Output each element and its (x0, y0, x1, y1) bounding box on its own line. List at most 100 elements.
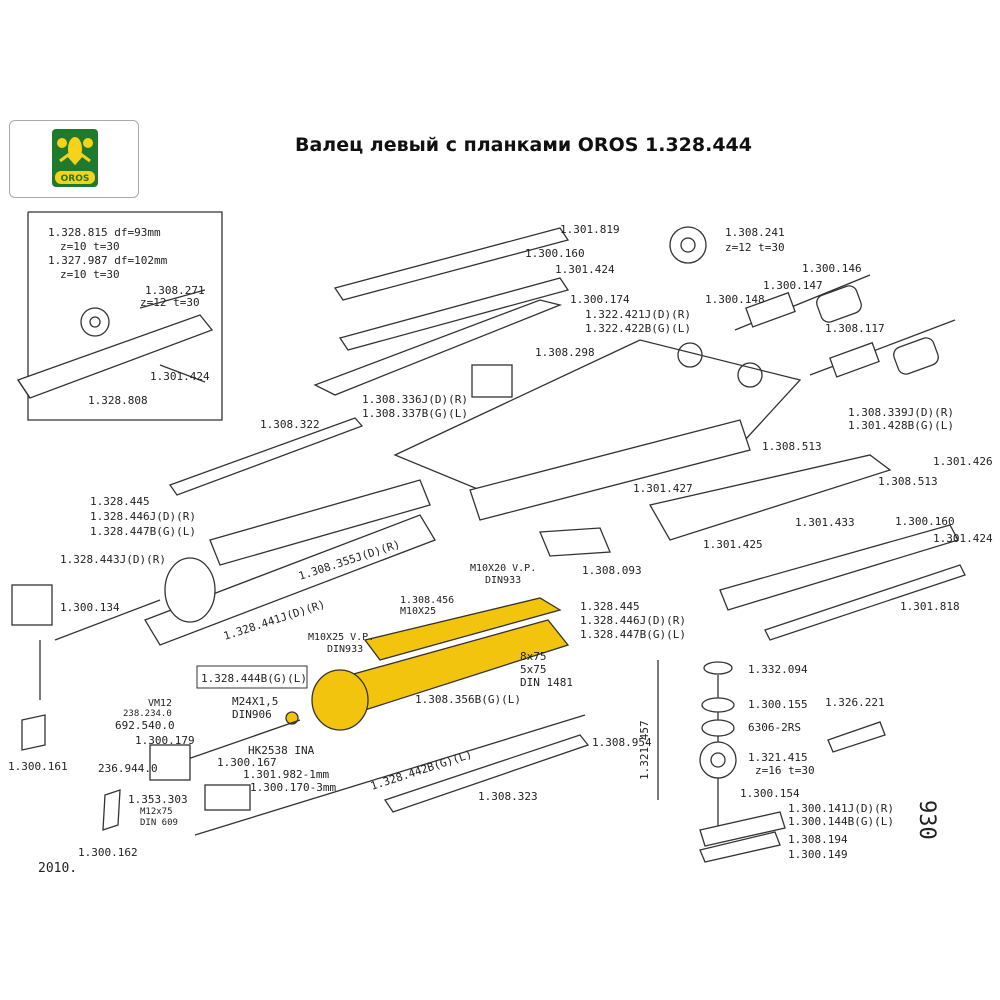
part-label: DIN906 (232, 708, 272, 721)
part-label: 1.300.160 (525, 247, 585, 260)
part-label: 1.300.170-3mm (250, 781, 336, 794)
inset-label: z=10 t=30 (60, 240, 120, 253)
part-label: M10X20 V.P. (470, 563, 536, 574)
plate-1301427 (649, 454, 892, 541)
part-label: 1.321.415 (748, 751, 808, 764)
inset-plank (16, 314, 214, 399)
highlight-auger-1328444 (311, 669, 369, 731)
part-label: M10X25 (400, 606, 436, 617)
part-label: 1.300.147 (763, 279, 823, 292)
part-label: M24X1,5 (232, 695, 278, 708)
logo-box: OROS (9, 120, 139, 198)
plank-1301424 (338, 277, 570, 351)
part-label: 1.308.513 (878, 475, 938, 488)
plate-1353303 (204, 784, 251, 811)
inset-label: 1.308.271 (145, 284, 205, 297)
part-label: 1.308.336J(D)(R) (362, 393, 468, 406)
page-title: Валец левый с планками OROS 1.328.444 (295, 134, 752, 156)
part-label: 1.328.447B(G)(L) (90, 525, 196, 538)
guide-1308093 (539, 527, 611, 557)
plank-1308322 (168, 417, 364, 496)
inset-strike (159, 364, 206, 383)
plate-1300174 (313, 299, 563, 396)
part-label: DIN933 (485, 575, 521, 586)
inset-strike (139, 289, 206, 309)
part-label: 1.308.323 (478, 790, 538, 803)
part-label: 1.300.161 (8, 760, 68, 773)
part-label: 1.308.093 (582, 564, 642, 577)
plank-1328445 (209, 479, 431, 566)
part-label: 1.300.144B(G)(L) (788, 815, 894, 828)
bushing-1308117 (816, 285, 862, 323)
gear-icon (83, 138, 93, 148)
part-1300162 (102, 789, 121, 831)
highlight-label-frame (196, 665, 308, 689)
inset-label: 1.328.808 (88, 394, 148, 407)
part-label: 1.301.433 (795, 516, 855, 529)
part-label: 1.308.513 (762, 440, 822, 453)
part-label: 1.301.426 (933, 455, 993, 468)
leaf-icon (59, 152, 91, 166)
part-label: 1.301.424 (555, 263, 615, 276)
part-label: 1.328.443J(D)(R) (60, 553, 166, 566)
part-label: 6306-2RS (748, 721, 801, 734)
part-label: 1.328.445 (580, 600, 640, 613)
part-label: DIN 1481 (520, 676, 573, 689)
bushing-lower (893, 337, 939, 375)
part-label: 1.301.819 (560, 223, 620, 236)
part-label: HK2538 INA (248, 744, 315, 757)
part-label: 1.328.446J(D)(R) (580, 614, 686, 627)
part-label: 1.308.241 (725, 226, 785, 239)
washer-1300155 (701, 697, 735, 713)
plank-1301424-b (719, 524, 959, 611)
sprocket-1308241 (669, 226, 707, 264)
inset-label: 1.327.987 df=102mm (48, 254, 168, 267)
part-label: 1.332.094 (748, 663, 808, 676)
inset-sprocket-hub (89, 316, 101, 328)
part-label: DIN 609 (140, 818, 178, 828)
part-label: 1.300.154 (740, 787, 800, 800)
plank-1301818 (764, 564, 966, 641)
part-label: 1.300.148 (705, 293, 765, 306)
spring-1300147 (745, 291, 796, 328)
chain-1326221 (827, 721, 886, 753)
part-label: 1.301.428B(G)(L) (848, 419, 954, 432)
year-label: 2010. (38, 861, 77, 876)
plate-1300141 (699, 811, 786, 847)
part-label: 1.300.179 (135, 734, 195, 747)
gear-icon (57, 138, 67, 148)
part-label: 1.300.155 (748, 698, 808, 711)
inset-plank-edge (17, 379, 31, 399)
frame-lower (469, 419, 751, 521)
bracket-1328443 (11, 584, 53, 626)
frame-hole (677, 342, 703, 368)
part-label: 1.301.982-1mm (243, 768, 329, 781)
part-label: 1.308.339J(D)(R) (848, 406, 954, 419)
plank-1301819 (333, 227, 570, 301)
part-label-highlight: 1.328.444B(G)(L) (201, 672, 307, 685)
part-label: VM12 (148, 698, 172, 709)
bearing-6306 (701, 719, 735, 737)
part-label: 692.540.0 (115, 719, 175, 732)
part-label: 1.300.174 (570, 293, 630, 306)
page-number: 930 (914, 800, 939, 840)
part-label: 1.300.160 (895, 515, 955, 528)
part-label: 1.321.457 (638, 720, 651, 780)
inset-label: 1.328.815 df=93mm (48, 226, 161, 239)
frame-hole (737, 362, 763, 388)
part-label: 1.300.149 (788, 848, 848, 861)
inset-label: z=12 t=30 (140, 296, 200, 309)
highlight-nut (285, 711, 299, 725)
part-label: 1.328.447B(G)(L) (580, 628, 686, 641)
plate-1300149 (699, 831, 781, 863)
part-label: 1.300.167 (217, 756, 277, 769)
part-label: 1.353.303 (128, 793, 188, 806)
shaft-1300134 (54, 599, 161, 641)
sprocket-1321415 (699, 741, 737, 779)
part-label: 236.944.0 (98, 762, 158, 775)
part-label: 1.301.424 (933, 532, 993, 545)
part-label: 1.308.337B(G)(L) (362, 407, 468, 420)
part-label: 1.308.117 (825, 322, 885, 335)
part-1300161 (21, 714, 46, 751)
part-label: 1.322.421J(D)(R) (585, 308, 691, 321)
